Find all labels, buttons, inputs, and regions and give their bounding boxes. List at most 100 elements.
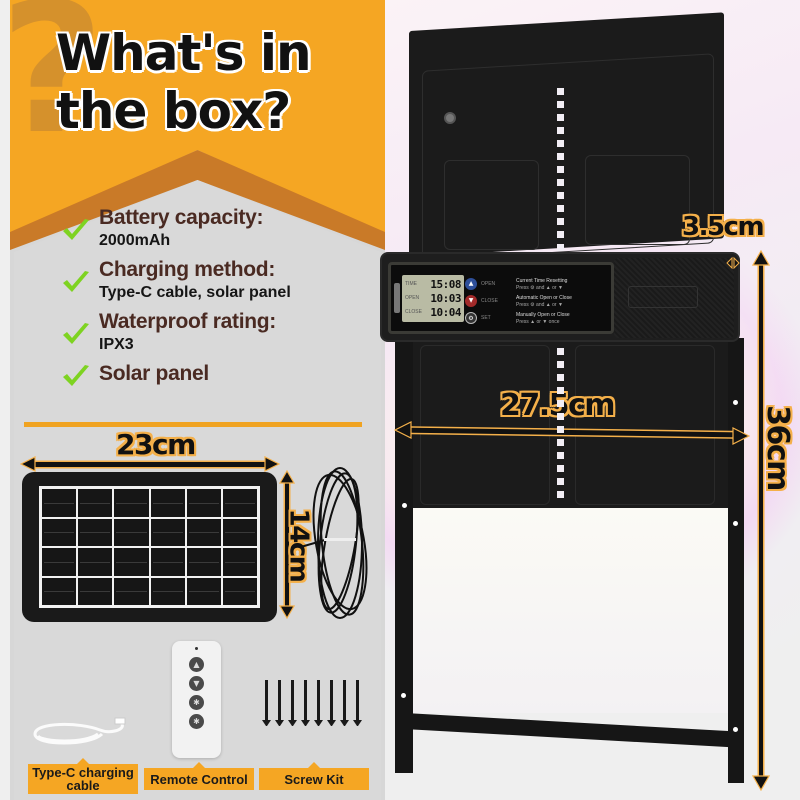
mounting-hole	[401, 693, 406, 698]
led-light	[557, 114, 564, 121]
solar-cell	[150, 577, 185, 605]
item-label-remote-control: Remote Control	[144, 762, 254, 790]
open-button[interactable]: ▲	[465, 278, 477, 290]
check-icon	[63, 323, 89, 344]
led-light	[557, 439, 564, 446]
solar-width-label: 23cm	[116, 428, 196, 461]
remote-led	[195, 647, 198, 650]
lcd-value: 10:04	[430, 305, 461, 319]
feature-charging: Charging method: Type-C cable, solar pan…	[55, 257, 375, 303]
lcd-row-open: OPEN 10:03	[405, 291, 461, 305]
led-light	[557, 491, 564, 498]
arrow-up-icon	[279, 470, 295, 484]
door-inset-lower-right	[575, 345, 715, 505]
led-light	[557, 387, 564, 394]
check-icon	[63, 365, 89, 386]
solar-cell	[186, 548, 221, 576]
solar-cell	[42, 577, 77, 605]
open-button-label: OPEN	[481, 281, 496, 287]
arrow-down-icon: ▼	[468, 297, 474, 304]
solar-cable-coil	[300, 467, 368, 619]
solar-cell	[222, 577, 257, 605]
arrow-up-icon: ▲	[468, 280, 474, 287]
door-frame-left	[395, 338, 413, 773]
set-button-label: SET	[481, 315, 491, 321]
help-time-reset: Current Time Resetting Press ⚙ and ▲ or …	[516, 278, 567, 292]
door-thickness-label: 3.5cm	[682, 212, 765, 242]
set-button[interactable]: ⚙	[465, 312, 477, 324]
led-light	[557, 400, 564, 407]
led-light	[557, 348, 564, 355]
solar-cells	[39, 486, 260, 608]
feature-title: Battery capacity:	[99, 206, 264, 229]
solar-height-line	[285, 478, 289, 608]
led-light	[557, 244, 564, 251]
remote-down-button-icon: ▼	[189, 676, 204, 691]
check-icon	[63, 271, 89, 292]
solar-cell	[222, 489, 257, 517]
help-manual-open-close: Manually Open or Close Press ▲ or ▼ once	[516, 312, 570, 326]
led-light	[557, 478, 564, 485]
arrow-left-icon	[20, 456, 36, 472]
lcd-display: TIME 15:08 OPEN 10:03 CLOSE 10:04	[402, 275, 464, 322]
question-mark-icon: ?	[0, 0, 105, 174]
led-light	[557, 192, 564, 199]
lcd-label: TIME	[405, 281, 417, 287]
mounting-hole	[733, 521, 738, 526]
solar-cell	[186, 489, 221, 517]
item-label-type-c-cable: Type-C charging cable	[28, 758, 138, 794]
led-light	[557, 361, 564, 368]
feature-title: Solar panel	[99, 362, 209, 385]
led-light	[557, 426, 564, 433]
led-light	[557, 88, 564, 95]
led-light	[557, 101, 564, 108]
door-height-line	[759, 260, 763, 780]
arrow-right-icon	[732, 427, 750, 445]
door-inset-left	[444, 160, 539, 250]
arrow-down-icon	[752, 775, 770, 791]
door-inset-lower-left	[420, 345, 550, 505]
help-auto-open-close: Automatic Open or Close Press ⚙ and ▲ or…	[516, 295, 572, 309]
solar-cell	[150, 489, 185, 517]
title-line-2: the box?	[56, 82, 291, 140]
item-label-screw-kit: Screw Kit	[259, 762, 369, 790]
solar-cell	[114, 489, 149, 517]
led-light	[557, 452, 564, 459]
lcd-value: 10:03	[430, 291, 461, 305]
solar-cell	[78, 577, 113, 605]
led-light	[557, 140, 564, 147]
status-indicators	[394, 283, 400, 313]
door-inset-right	[585, 155, 690, 245]
feature-solar: Solar panel	[55, 361, 375, 387]
solar-cell	[78, 518, 113, 546]
arrow-left-icon	[394, 421, 412, 439]
solar-cell	[114, 577, 149, 605]
led-light	[557, 179, 564, 186]
solar-cell	[42, 518, 77, 546]
page-title: What's in the box?	[56, 24, 376, 140]
section-divider	[24, 422, 362, 427]
solar-cell	[222, 548, 257, 576]
led-light	[557, 166, 564, 173]
led-light	[557, 374, 564, 381]
solar-cell	[114, 548, 149, 576]
remote-light-button-icon: ✱	[189, 695, 204, 710]
solar-cell	[150, 518, 185, 546]
help-sub: Press ⚙ and ▲ or ▼	[516, 302, 563, 308]
solar-cell	[114, 518, 149, 546]
thickness-arrow-icon	[726, 256, 740, 270]
check-icon	[63, 219, 89, 240]
feature-value: 2000mAh	[99, 232, 171, 249]
help-title: Current Time Resetting	[516, 278, 568, 284]
help-title: Manually Open or Close	[516, 312, 570, 318]
solar-panel-image	[22, 472, 277, 622]
mounting-hole	[733, 727, 738, 732]
led-light	[557, 231, 564, 238]
close-button-label: CLOSE	[481, 298, 498, 304]
battery-compartment	[614, 258, 734, 338]
lcd-label: OPEN	[405, 295, 420, 301]
close-button[interactable]: ▼	[465, 295, 477, 307]
screw-kit-image	[262, 680, 362, 726]
solar-width-line	[30, 462, 270, 467]
arrow-up-icon	[752, 250, 770, 266]
